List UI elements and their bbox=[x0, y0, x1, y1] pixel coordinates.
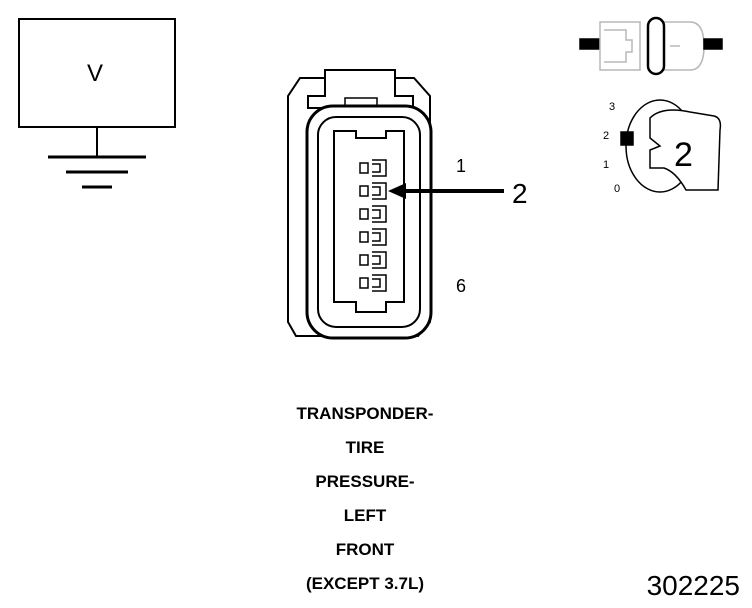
voltmeter-symbol bbox=[18, 18, 176, 156]
connector-plug-icon bbox=[579, 16, 723, 76]
caption-line: TIRE bbox=[345, 438, 385, 457]
ignition-position-1: 1 bbox=[603, 159, 610, 171]
pin-first-label: 1 bbox=[456, 156, 467, 176]
pin-2 bbox=[359, 182, 387, 200]
caption-line: PRESSURE- bbox=[315, 472, 415, 491]
ignition-position-2: 2 bbox=[603, 130, 610, 142]
caption-line: FRONT bbox=[335, 540, 395, 559]
pin-3 bbox=[359, 205, 387, 223]
ignition-selected-position: 2 bbox=[674, 136, 693, 174]
pin-5 bbox=[359, 251, 387, 269]
connector-pins bbox=[359, 159, 387, 292]
pin-last-label: 6 bbox=[456, 276, 467, 296]
figure-code: 302225 bbox=[646, 570, 740, 601]
pin-pointer-label: 2 bbox=[512, 178, 528, 209]
connector-body bbox=[287, 69, 433, 340]
voltmeter-label: V bbox=[87, 60, 104, 87]
pin-1 bbox=[359, 159, 387, 177]
caption-line: LEFT bbox=[343, 506, 387, 525]
pin-4 bbox=[359, 228, 387, 246]
pin-pointer-arrow-icon bbox=[388, 183, 504, 199]
caption-line: TRANSPONDER- bbox=[296, 404, 434, 423]
caption-line: (EXCEPT 3.7L) bbox=[305, 574, 425, 593]
ignition-position-3: 3 bbox=[609, 101, 616, 113]
ground-icon bbox=[48, 155, 146, 189]
pin-6 bbox=[359, 274, 387, 292]
ignition-switch-icon bbox=[620, 99, 722, 193]
ignition-position-0: 0 bbox=[614, 183, 621, 195]
